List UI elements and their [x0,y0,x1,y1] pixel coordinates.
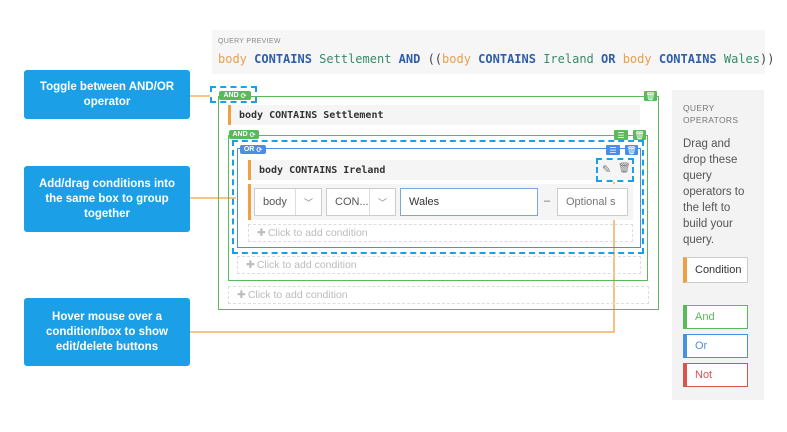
add-condition-or[interactable]: ✚ Click to add condition [248,224,633,242]
and-group-list-button[interactable]: ☰ [614,130,628,140]
query-token: body [442,52,471,66]
or-group[interactable] [237,148,641,248]
and-group[interactable] [228,135,648,281]
query-token: body [622,52,652,66]
value-input[interactable] [400,188,538,216]
chevron-down-icon: ﹀ [295,189,321,215]
trash-icon: 🗑 [634,130,645,140]
and-group-delete-button[interactable]: 🗑 [633,130,646,140]
operator-select-value: CON... [335,196,369,208]
add-condition-label: Click to add condition [256,259,357,271]
callout-toggle: Toggle between AND/OR operator [24,70,190,119]
optional-input[interactable] [557,188,628,216]
list-icon: ☰ [617,130,625,140]
field-select[interactable]: body ﹀ [254,188,322,216]
or-group-delete-button[interactable]: 🗑 [625,145,638,155]
field-select-value: body [263,196,287,208]
query-token: (( [420,52,443,66]
outer-and-group[interactable] [218,96,659,310]
query-preview-text: body CONTAINS Settlement AND ((body CONT… [218,52,774,66]
query-token: CONTAINS [478,52,536,66]
query-token: body [218,52,247,66]
operators-title: QUERY OPERATORS [683,103,739,125]
query-token: CONTAINS [658,52,717,66]
operators-description: Drag and drop these query operators to t… [683,138,745,246]
add-condition-and[interactable]: ✚ Click to add condition [237,256,641,274]
query-token: )) [760,52,775,66]
or-group-label: OR [243,146,255,153]
callout-drag: Add/drag conditions into the same box to… [24,166,190,232]
query-preview: QUERY PREVIEW body CONTAINS Settlement A… [212,30,774,74]
list-icon: ☰ [609,145,617,155]
and-group-label: AND [232,131,248,138]
operator-or[interactable]: Or [683,334,748,358]
hover-buttons-highlight [596,158,634,182]
trash-icon: 🗑 [626,145,637,155]
plus-icon: ✚ [257,227,266,239]
refresh-icon: ⟳ [256,146,263,154]
query-token: Settlement [319,52,392,66]
and-group-toggle[interactable]: AND ⟳ [229,130,259,139]
add-condition-outer[interactable]: ✚ Click to add condition [228,286,649,304]
add-condition-label: Click to add condition [267,227,368,239]
pencil-icon[interactable]: ✎ [602,164,612,176]
outer-and-toggle[interactable]: AND ⟳ [219,91,251,100]
query-operators-panel: QUERY OPERATORS Drag and drop these quer… [672,90,764,400]
callout-hover: Hover mouse over a condition/box to show… [24,298,190,366]
query-token: Ireland [543,52,594,66]
trash-icon[interactable]: 🗑 [618,163,631,174]
operator-not[interactable]: Not [683,363,748,387]
operator-condition[interactable]: Condition [683,257,748,283]
chevron-down-icon: ﹀ [369,189,395,215]
range-dash: – [544,195,551,207]
outer-and-label: AND [223,92,239,99]
refresh-icon: ⟳ [249,131,256,139]
plus-icon: ✚ [246,259,255,271]
group-highlight [232,140,644,254]
condition-ireland[interactable]: body CONTAINS Ireland [248,160,633,180]
query-token: CONTAINS [254,52,312,66]
operator-select[interactable]: CON... ﹀ [326,188,396,216]
plus-icon: ✚ [237,289,246,301]
add-condition-label: Click to add condition [247,289,348,301]
query-token: Wales [723,52,760,66]
refresh-icon: ⟳ [240,92,247,100]
condition-settlement[interactable]: body CONTAINS Settlement [228,105,640,125]
toggle-highlight [210,86,257,103]
outer-delete-button[interactable]: 🗑 [644,91,657,101]
operator-and[interactable]: And [683,305,748,329]
query-preview-label: QUERY PREVIEW [218,38,281,45]
or-group-toggle[interactable]: OR ⟳ [240,145,266,154]
query-token: AND [398,52,421,66]
query-token: OR [601,52,616,66]
or-group-list-button[interactable]: ☰ [606,145,620,155]
trash-icon: 🗑 [645,91,656,101]
